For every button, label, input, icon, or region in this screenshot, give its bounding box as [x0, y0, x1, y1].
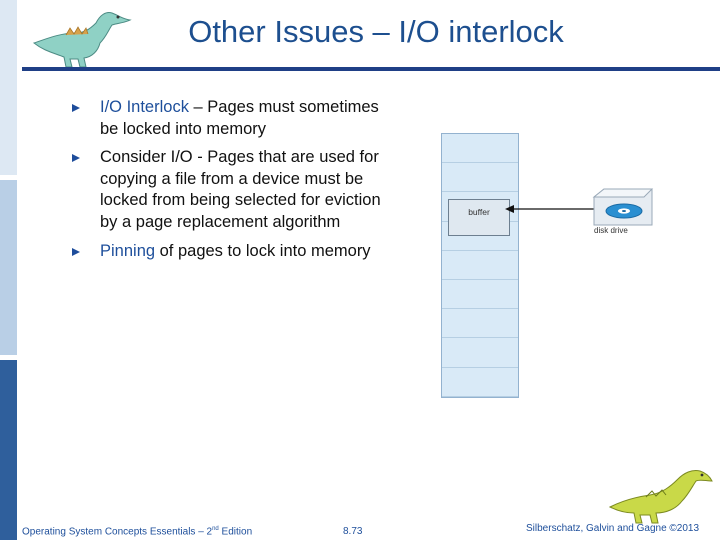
memory-frame: [442, 309, 518, 339]
bullet-arrow-icon: [72, 247, 80, 256]
bullet-text: Consider I/O - Pages that are used for c…: [100, 148, 381, 231]
disk-drive-label: disk drive: [594, 226, 628, 235]
sidebar-band-mid: [0, 180, 17, 355]
bullet-text: – Pages must sometimes be locked into me…: [100, 98, 379, 138]
memory-frames: [441, 133, 519, 398]
memory-frame: [442, 368, 518, 397]
bullet-term: Pinning: [100, 241, 156, 260]
footer-page-number: 8.73: [343, 526, 363, 537]
buffer-frame: buffer: [448, 199, 510, 236]
memory-frame: [442, 338, 518, 368]
transfer-arrow-icon: [505, 205, 601, 213]
sidebar-band-light: [0, 0, 17, 175]
footer-edition-sup: nd: [212, 526, 219, 532]
footer-edition: Edition: [218, 526, 253, 538]
memory-frame: [442, 134, 518, 164]
memory-frame: [442, 222, 518, 251]
bullet-item: I/O Interlock – Pages must sometimes be …: [72, 97, 392, 140]
bullet-term: I/O Interlock: [100, 98, 189, 116]
bullet-item: Consider I/O - Pages that are used for c…: [72, 147, 392, 233]
slide-title: Other Issues – I/O interlock: [188, 14, 564, 49]
memory-frame: [442, 251, 518, 280]
memory-frame: [442, 280, 518, 310]
bullet-text: of pages to lock into memory: [155, 241, 371, 260]
dinosaur-logo-icon: [32, 12, 132, 68]
bullet-arrow-icon: [72, 154, 80, 163]
bullet-arrow-icon: [72, 104, 80, 112]
bullet-list: I/O Interlock – Pages must sometimes be …: [72, 97, 392, 269]
footer-copyright: Silberschatz, Galvin and Gagne ©2013: [526, 523, 700, 534]
buffer-label: buffer: [468, 207, 490, 217]
title-divider: [22, 67, 720, 71]
sidebar-band-dark: [0, 360, 17, 540]
bullet-item: Pinning of pages to lock into memory: [72, 241, 392, 263]
disk-drive-icon: [592, 188, 654, 226]
footer-book: Operating System Concepts Essentials – 2: [22, 526, 213, 538]
dinosaur-logo-icon: [608, 470, 713, 524]
footer-book-title: Operating System Concepts Essentials – 2…: [22, 526, 252, 537]
memory-frame: [442, 163, 518, 193]
